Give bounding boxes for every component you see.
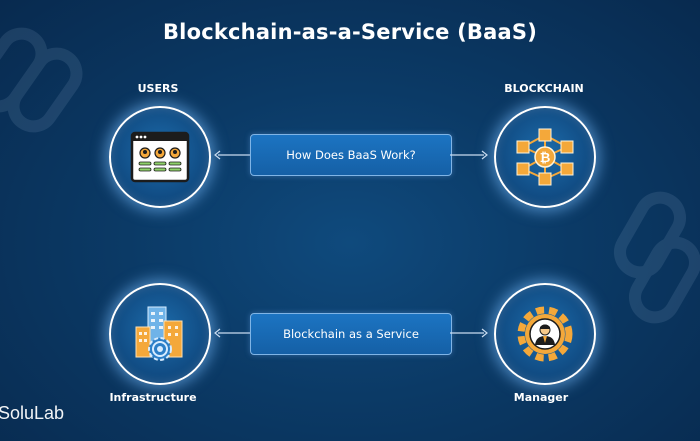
- blockchain-node: ₿: [494, 106, 596, 208]
- manager-label: Manager: [513, 391, 569, 404]
- chain-decoration-right: [614, 191, 700, 324]
- users-node: [109, 106, 211, 208]
- infrastructure-label: Infrastructure: [109, 391, 197, 404]
- infrastructure-node: [109, 283, 211, 385]
- solulab-watermark: SoluLab: [0, 403, 65, 423]
- bottom-right-arrow: [450, 328, 488, 338]
- manager-gear-icon: [517, 306, 573, 362]
- buildings-gear-icon: [135, 306, 183, 361]
- svg-text:₿: ₿: [540, 151, 551, 166]
- diagram-title: Blockchain-as-a-Service (BaaS): [162, 20, 538, 44]
- top-right-arrow: [450, 150, 488, 160]
- users-label: USERS: [137, 82, 179, 95]
- manager-node: [494, 283, 596, 385]
- chain-decoration-left: [0, 27, 83, 133]
- top-left-arrow: [214, 150, 252, 160]
- blockchain-as-a-service-box: Blockchain as a Service: [250, 313, 452, 355]
- how-baas-works-box: How Does BaaS Work?: [250, 134, 452, 176]
- blockchain-label: BLOCKCHAIN: [504, 82, 584, 95]
- users-dashboard-icon: [130, 131, 190, 183]
- blockchain-network-icon: ₿: [516, 128, 574, 186]
- bottom-left-arrow: [214, 328, 252, 338]
